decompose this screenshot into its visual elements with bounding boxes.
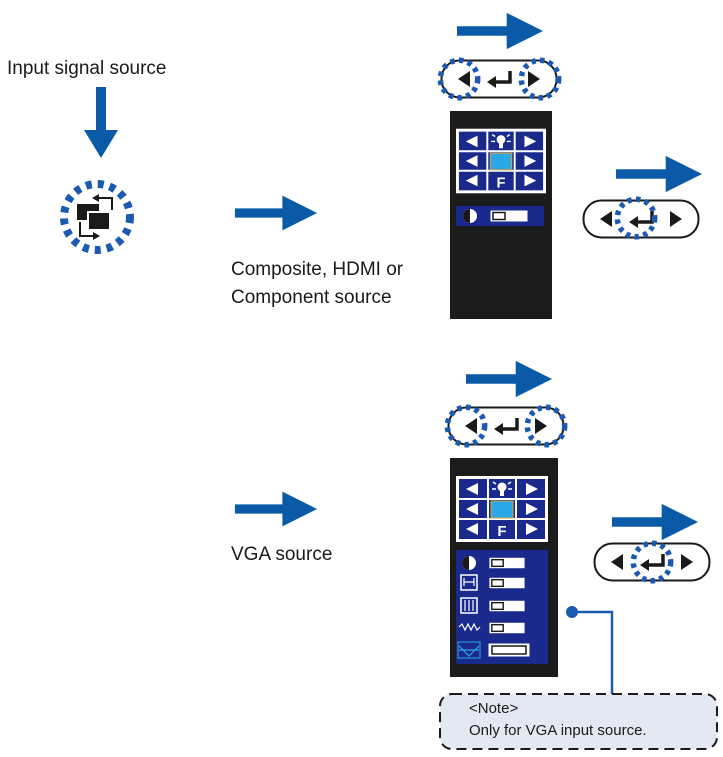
bottom-menu-grid (456, 476, 548, 542)
top-panel-arrow (456, 12, 544, 50)
input-source-button[interactable] (60, 180, 134, 254)
clock-icon (457, 641, 481, 659)
top-nav-keys[interactable] (440, 60, 558, 97)
contrast-slider[interactable] (488, 556, 526, 570)
contrast-icon (462, 556, 476, 570)
contrast-slider[interactable] (489, 209, 529, 223)
composite-label-line2: Component source (231, 287, 392, 308)
phase-slider[interactable] (488, 621, 526, 635)
top-right-arrow (615, 155, 703, 193)
vga-source-label: VGA source (231, 544, 333, 565)
bottom-right-arrow (611, 503, 699, 541)
composite-label-line1: Composite, HDMI or (231, 259, 404, 280)
h-size-slider[interactable] (488, 576, 526, 590)
contrast-icon (463, 209, 477, 223)
horizontal-size-icon (460, 574, 478, 591)
note-box (439, 693, 718, 750)
phase-icon (458, 620, 481, 635)
note-title: <Note> (469, 700, 519, 717)
v-size-slider[interactable] (488, 599, 526, 613)
clock-slider-fill (491, 645, 527, 655)
note-connector (566, 606, 614, 696)
top-right-nav-keys[interactable] (582, 199, 700, 237)
top-osd-panel (450, 111, 552, 319)
input-down-arrow (84, 87, 118, 158)
top-menu-grid (456, 128, 546, 194)
input-signal-source-label: Input signal source (7, 58, 167, 79)
note-body: Only for VGA input source. (469, 722, 647, 739)
bottom-osd-panel (450, 458, 558, 677)
input-source-icon (77, 194, 113, 240)
bottom-panel-arrow (465, 360, 553, 398)
vertical-size-icon (460, 597, 478, 614)
bottom-right-nav-keys[interactable] (593, 543, 711, 580)
composite-arrow (234, 195, 318, 231)
vga-arrow (234, 491, 318, 527)
bottom-nav-keys[interactable] (447, 407, 564, 444)
